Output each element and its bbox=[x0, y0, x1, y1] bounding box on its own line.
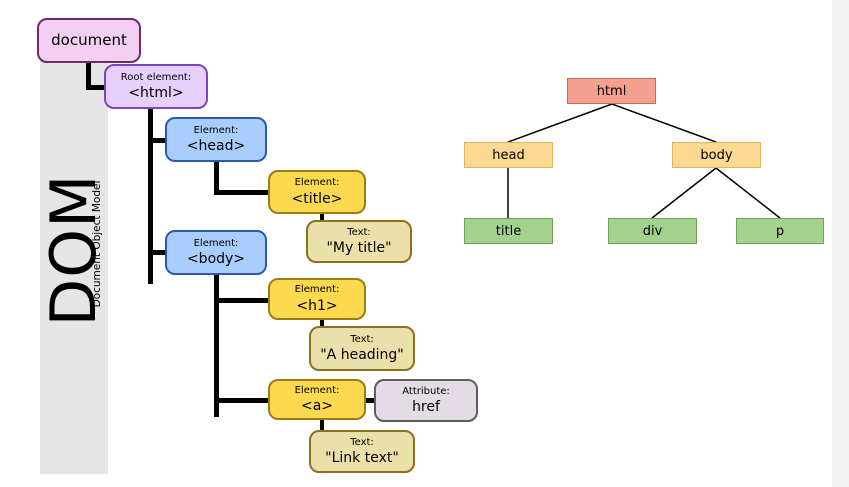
title-text-node: Text: "My title" bbox=[306, 220, 412, 263]
html-node-label: <html> bbox=[128, 85, 184, 102]
tree-node-html: html bbox=[567, 78, 656, 104]
href-attribute-node: Attribute: href bbox=[374, 379, 478, 422]
connector bbox=[148, 250, 166, 255]
h1-node-label: <h1> bbox=[296, 297, 338, 314]
connector bbox=[148, 108, 153, 284]
html-node-kind: Root element: bbox=[120, 71, 192, 83]
head-node-label: <head> bbox=[186, 138, 246, 155]
tree-node-title: title bbox=[464, 218, 553, 244]
right-edge-strip bbox=[832, 0, 849, 487]
connector bbox=[86, 85, 106, 90]
connector bbox=[320, 212, 324, 222]
tree-node-head: head bbox=[464, 142, 553, 168]
dom-label-band bbox=[40, 58, 108, 474]
document-node: document bbox=[37, 18, 141, 63]
href-attr-kind: Attribute: bbox=[402, 385, 450, 397]
title-node-label: <title> bbox=[291, 190, 343, 207]
h1-text-node: Text: "A heading" bbox=[309, 326, 415, 371]
href-attr-label: href bbox=[412, 399, 440, 416]
connector bbox=[214, 298, 269, 303]
connector bbox=[86, 63, 91, 90]
tree-node-p: p bbox=[736, 218, 824, 244]
connector bbox=[214, 272, 219, 417]
tree-node-body: body bbox=[672, 142, 761, 168]
connector bbox=[148, 138, 166, 143]
a-node-label: <a> bbox=[300, 398, 334, 415]
connector bbox=[320, 418, 324, 432]
edge-html-body bbox=[611, 103, 717, 143]
h1-element-node: Element: <h1> bbox=[268, 278, 366, 320]
body-node-label: <body> bbox=[186, 251, 246, 268]
connector bbox=[364, 398, 376, 403]
connector bbox=[320, 318, 324, 328]
edge-body-div bbox=[651, 167, 717, 219]
head-node-kind: Element: bbox=[193, 124, 239, 136]
document-node-label: document bbox=[51, 30, 127, 49]
link-text-node: Text: "Link text" bbox=[309, 430, 415, 473]
head-element-node: Element: <head> bbox=[165, 117, 267, 162]
body-node-kind: Element: bbox=[193, 237, 239, 249]
title-text-kind: Text: bbox=[347, 226, 371, 238]
connector bbox=[214, 160, 219, 195]
edge-html-head bbox=[507, 103, 613, 143]
edge-body-p bbox=[715, 167, 781, 219]
link-text-kind: Text: bbox=[350, 436, 374, 448]
title-node-kind: Element: bbox=[294, 177, 340, 189]
a-node-kind: Element: bbox=[294, 384, 340, 396]
html-root-node: Root element: <html> bbox=[104, 64, 208, 109]
title-element-node: Element: <title> bbox=[268, 170, 366, 214]
a-element-node: Element: <a> bbox=[268, 379, 366, 420]
h1-text-kind: Text: bbox=[350, 333, 374, 345]
h1-node-kind: Element: bbox=[294, 284, 340, 296]
connector bbox=[214, 190, 269, 195]
h1-text-label: "A heading" bbox=[320, 347, 404, 364]
body-element-node: Element: <body> bbox=[165, 230, 267, 275]
tree-node-div: div bbox=[608, 218, 697, 244]
link-text-label: "Link text" bbox=[325, 450, 399, 467]
connector bbox=[214, 398, 269, 403]
title-text-label: "My title" bbox=[326, 240, 392, 257]
